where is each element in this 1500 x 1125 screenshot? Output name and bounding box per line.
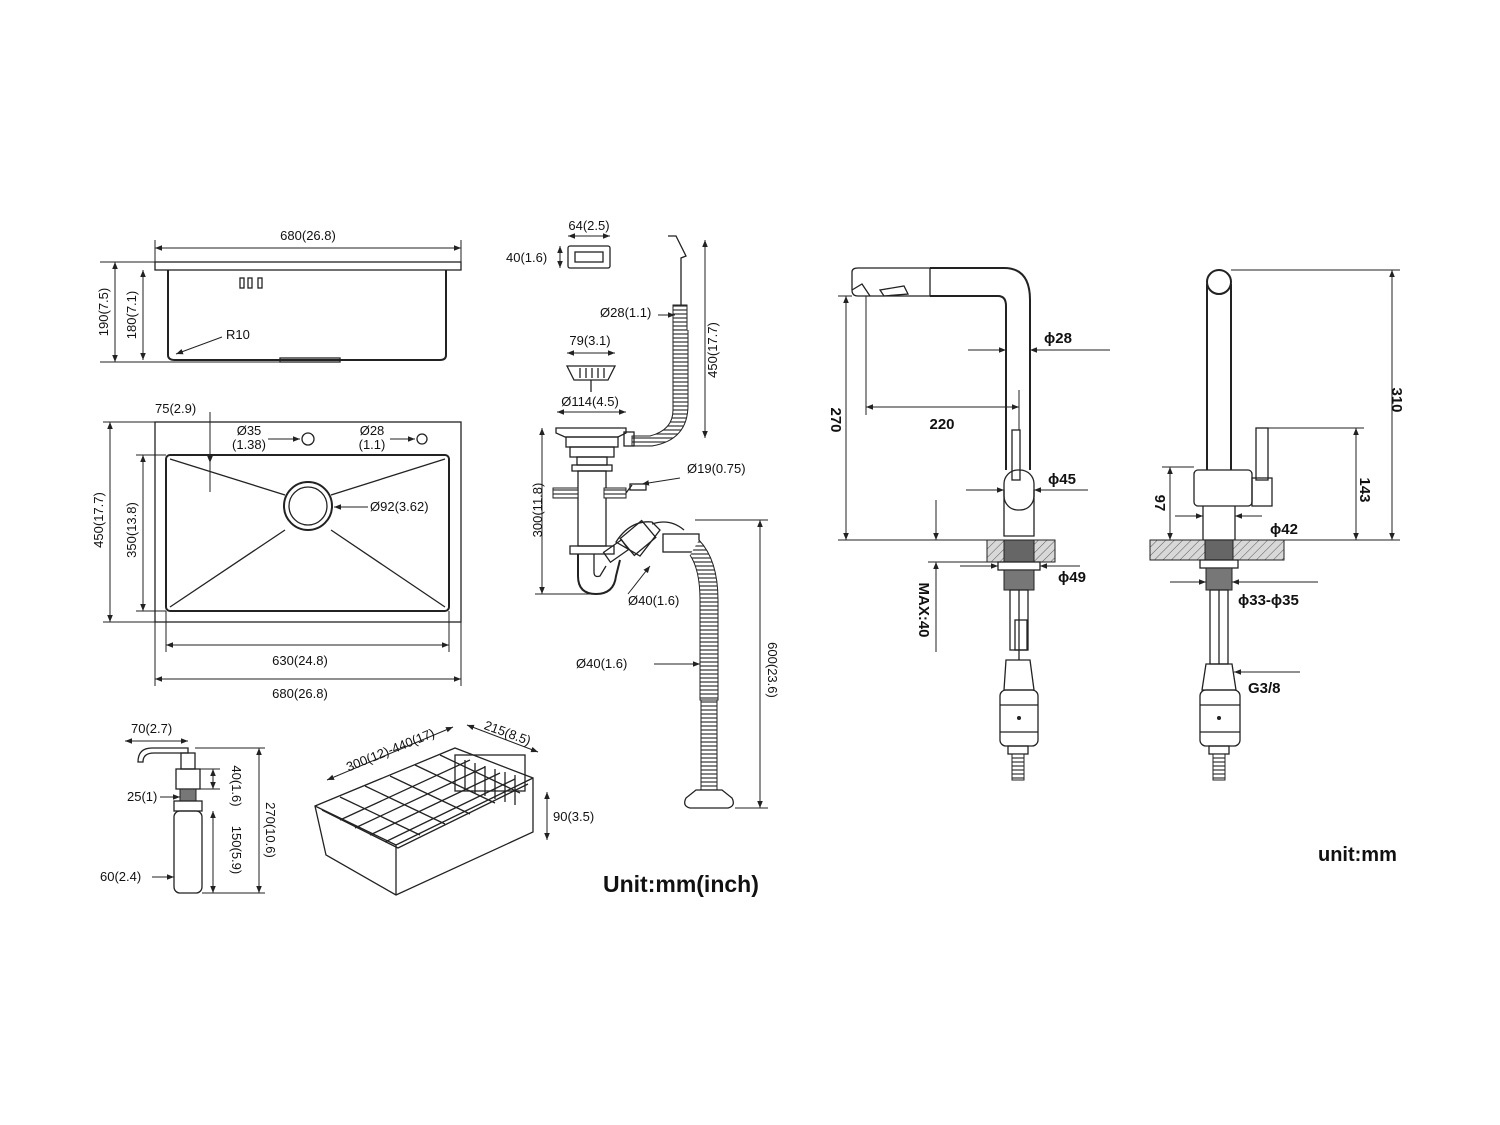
- sink-inner-depth-label: 350(13.8): [124, 502, 139, 558]
- pipe-dia-label: Ø40(1.6): [576, 656, 627, 671]
- sink-inner-height-label: 180(7.1): [124, 291, 139, 339]
- sink-outer-outline: [154, 421, 462, 623]
- faucet-a-nut: [1003, 569, 1035, 591]
- overflow-hose: [631, 330, 689, 447]
- faucet-a-deck-label: MAX:40: [915, 582, 932, 637]
- sink-width-label: 680(26.8): [280, 228, 336, 243]
- faucet-a-pipe-label: ϕ28: [1044, 330, 1072, 347]
- sink-top-view: 75(2.9) Ø35 (1.38) Ø28 (1.1) Ø92(3.62) 4…: [91, 401, 462, 701]
- overflow-width-label: 64(2.5): [568, 218, 609, 233]
- drain-outlet-stub: [279, 357, 341, 363]
- hole-offset-label: 75(2.9): [155, 401, 196, 416]
- soap-hole-dia-label: Ø28: [360, 423, 385, 438]
- basket-end-panel: [454, 754, 526, 792]
- basket-width-label: 215(8.5): [482, 717, 533, 748]
- faucet-b-body: [1193, 469, 1253, 507]
- faucet-a-height-label: 270: [827, 407, 844, 432]
- soap-hole: [416, 433, 428, 445]
- soap-total-label: 270(10.6): [263, 802, 278, 858]
- unit-label-right: unit:mm: [1318, 844, 1397, 866]
- soap-dispenser-drawing: 70(2.7) 40(1.6) 25(1) 150(5.9) 270(10.6)…: [100, 721, 278, 894]
- overflow-cover: [567, 245, 611, 269]
- basket-outline: [314, 747, 534, 896]
- sink-rim: [154, 261, 462, 271]
- drain-assembly-drawing: 64(2.5) 40(1.6) Ø28(1.1) 450(17.7) 79(3.…: [506, 218, 780, 809]
- drain-basket-drawing: 300(12)-440(17) 215(8.5) 90(3.5): [314, 717, 594, 896]
- faucet-b-spout-top: [1206, 269, 1232, 295]
- soap-collar: [179, 788, 197, 802]
- hose-length-label: 450(17.7): [705, 322, 720, 378]
- trap-height-label: 300(11.8): [530, 483, 545, 538]
- sink-basin-profile: [167, 270, 447, 361]
- faucet-a-body: [1003, 469, 1035, 511]
- soap-pump-head: [175, 768, 201, 790]
- trap-dia-label: Ø40(1.6): [628, 593, 679, 608]
- faucet-a-body-label: ϕ45: [1048, 471, 1076, 488]
- side-inlet-left: [552, 487, 579, 499]
- strainer-size-label: 79(3.1): [569, 333, 610, 348]
- sink-depth-label: 450(17.7): [91, 492, 106, 548]
- soap-dia-label: 60(2.4): [100, 869, 141, 884]
- pipe-length-label: 600(23.6): [765, 642, 780, 698]
- outlet-flex-pipe: [689, 539, 719, 701]
- faucet-b-lower-label: 97: [1151, 495, 1168, 512]
- soap-collar-label: 25(1): [127, 789, 157, 804]
- faucet-hole-dia-in-label: (1.38): [232, 437, 266, 452]
- faucet-a-reach-label: 220: [929, 416, 954, 433]
- inlet-dia-label: Ø19(0.75): [687, 461, 746, 476]
- faucet-a-spray-head: [851, 267, 931, 297]
- unit-label-left: Unit:mm(inch): [603, 871, 759, 897]
- soap-neck-label: 40(1.6): [229, 765, 244, 806]
- soap-nozzle-label: 70(2.7): [131, 721, 172, 736]
- flange-dia-label: Ø114(4.5): [561, 394, 619, 409]
- faucet-b-base-label: ϕ42: [1270, 521, 1298, 538]
- overflow-fitting: [668, 235, 687, 305]
- faucet-hole-dia-label: Ø35: [237, 423, 262, 438]
- sink-outer-height-label: 190(7.5): [96, 288, 111, 336]
- faucet-a-spout: [930, 267, 1031, 470]
- faucet-b-thread-label: G3/8: [1248, 680, 1281, 697]
- faucet-a-drawing: ϕ28 270 220 ϕ45 MAX:40 ϕ49: [827, 267, 1110, 781]
- faucet-hole: [301, 432, 315, 446]
- faucet-b-height-label: 310: [1388, 387, 1405, 412]
- strainer-basket: [565, 365, 617, 381]
- inlet-plug: [629, 483, 647, 491]
- basket-height-label: 90(3.5): [553, 809, 594, 824]
- faucet-a-base-label: ϕ49: [1058, 569, 1086, 586]
- sink-basin-outline: [165, 454, 450, 612]
- pipe-end-flange: [684, 789, 734, 809]
- faucet-b-handle-label: 143: [1356, 477, 1373, 502]
- overflow-height-label: 40(1.6): [506, 250, 547, 265]
- faucet-b-handle: [1255, 427, 1269, 481]
- hose-dia-label: Ø28(1.1): [600, 305, 651, 320]
- faucet-b-nut: [1205, 567, 1233, 591]
- faucet-b-drawing: 310 143 97 ϕ42 ϕ33-ϕ35 G3/8: [1149, 269, 1405, 781]
- faucet-b-shank-label: ϕ33-ϕ35: [1238, 592, 1299, 609]
- soap-bottle: [173, 810, 203, 894]
- drain-flange: [555, 427, 627, 438]
- soap-hole-dia-in-label: (1.1): [359, 437, 386, 452]
- sink-side-view: 680(26.8) 190(7.5) 180(7.1) R10: [96, 228, 462, 363]
- side-inlet-right: [603, 487, 627, 499]
- soap-bottle-label: 150(5.9): [229, 826, 244, 874]
- sink-radius-label: R10: [226, 327, 250, 342]
- drain-hole: [283, 481, 333, 531]
- basket-length-label: 300(12)-440(17): [344, 725, 437, 774]
- drain-tailpiece: [577, 470, 607, 547]
- drain-dia-label: Ø92(3.62): [370, 499, 429, 514]
- sink-outer-width-label: 680(26.8): [272, 686, 328, 701]
- sink-inner-width-label: 630(24.8): [272, 653, 328, 668]
